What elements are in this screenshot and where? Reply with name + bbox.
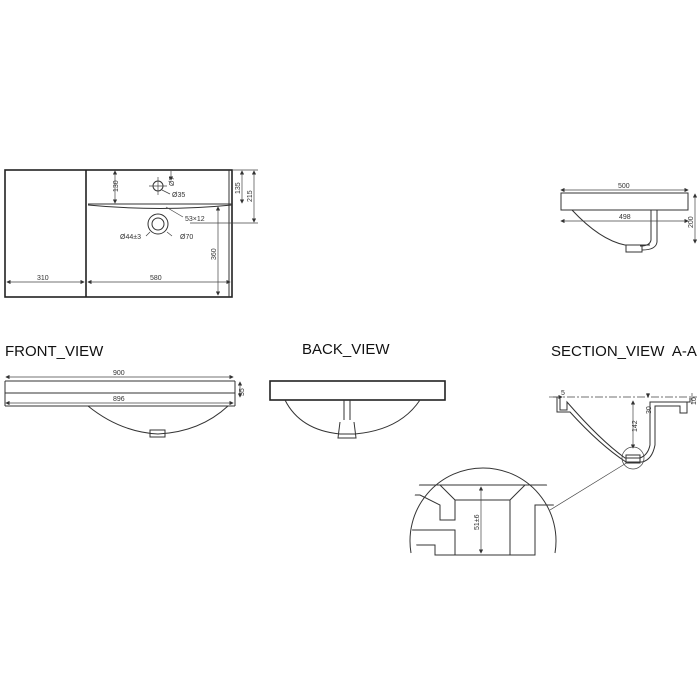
dim-896: 896 [113,396,125,403]
dim-130: 130 [113,180,120,192]
dim-310: 310 [37,275,49,282]
dim-53x12: 53×12 [185,216,205,223]
dim-900: 900 [113,370,125,377]
back-view [269,380,446,439]
back-view-label: BACK_VIEW [302,341,390,358]
dim-215: 215 [247,190,254,202]
dim-142: 142 [632,420,639,432]
dim-498: 498 [619,214,631,221]
dim-135: 135 [235,182,242,194]
dim-35: Ø35 [172,192,185,199]
front-view-label: FRONT_VIEW [5,343,104,360]
detail-view: 51±6 [409,467,557,556]
plan-view: 130 Ø7 Ø35 135 215 53×12 Ø44±3 Ø70 360 3… [4,169,258,298]
dim-70: Ø70 [180,234,193,241]
dim-55: 55 [239,388,246,396]
dim-360: 360 [211,248,218,260]
dim-200: 200 [688,216,695,228]
section-view: 5 142 30 10 [549,390,698,511]
dim-detail: 51±6 [474,514,481,530]
dim-44: Ø44±3 [120,234,141,241]
dim-500: 500 [618,183,630,190]
dim-7: Ø7 [169,177,176,186]
dim-10: 10 [691,397,698,405]
dim-30: 30 [646,406,653,414]
side-view: 500 498 200 [560,183,698,253]
front-elevation: 900 896 55 [4,370,246,438]
section-view-label: SECTION_VIEW A-A [551,343,697,360]
dim-5: 5 [561,390,565,397]
dim-580: 580 [150,275,162,282]
